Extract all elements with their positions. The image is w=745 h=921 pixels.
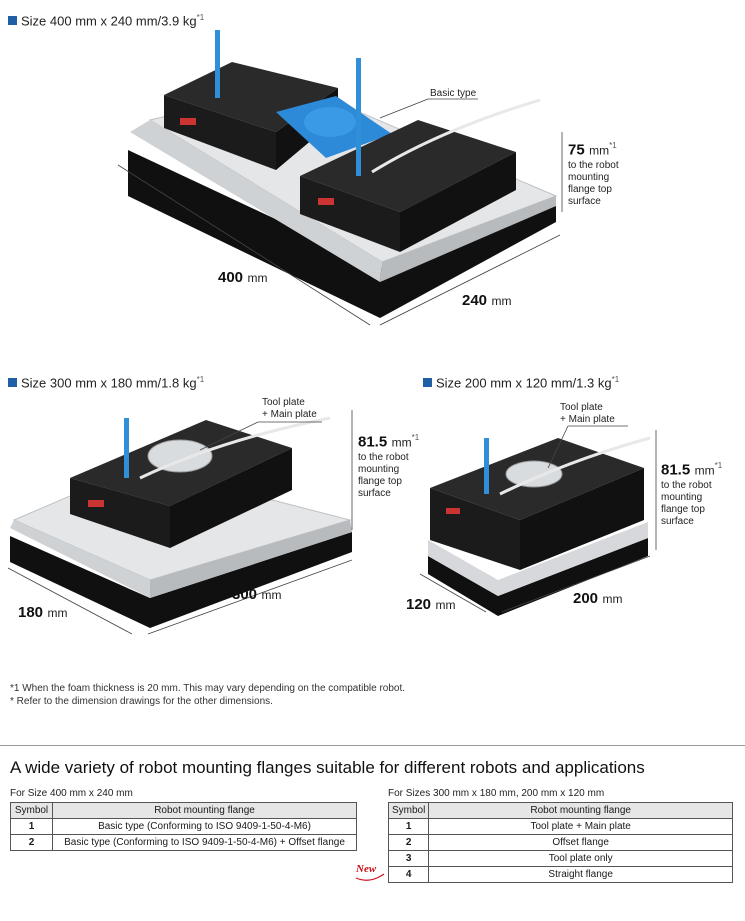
footnote-1: *1 When the foam thickness is 20 mm. Thi…: [10, 683, 406, 694]
table-header-row: Symbol Robot mounting flange: [10, 802, 357, 819]
small-tube: [484, 438, 489, 494]
large-tube-left: [215, 30, 220, 98]
medium-height-dim: 81.5 mm*1: [358, 433, 420, 451]
large-dim-width: 240 mm: [462, 292, 512, 309]
table-header-row: Symbol Robot mounting flange: [387, 802, 733, 819]
medium-product-image: [7, 410, 353, 635]
small-plate: [428, 522, 648, 596]
footnote-2: * Refer to the dimension drawings for th…: [10, 696, 273, 707]
small-height-note: to the robot mounting flange top surface: [661, 480, 712, 527]
large-foam: [128, 150, 556, 318]
table-row: 2 Basic type (Conforming to ISO 9409-1-5…: [10, 834, 357, 851]
medium-flange-label: Tool plate + Main plate: [262, 397, 317, 420]
table-header-flange: Robot mounting flange: [428, 802, 733, 819]
small-height-dim: 81.5 mm*1: [661, 461, 723, 479]
medium-flange: [147, 439, 213, 473]
new-badge: New: [356, 863, 377, 875]
large-height-note: to the robot mounting flange top surface: [568, 160, 619, 207]
left-flange-table: Symbol Robot mounting flange 1 Basic typ…: [10, 802, 357, 851]
table-header-symbol: Symbol: [387, 802, 430, 819]
section-title-small: Size 200 mm x 120 mm/1.3 kg*1: [423, 375, 619, 390]
right-flange-table: Symbol Robot mounting flange 1 Tool plat…: [387, 802, 733, 883]
large-height-dim: 75 mm*1: [568, 141, 617, 159]
medium-foam: [10, 532, 352, 628]
small-dim-width: 120 mm: [406, 596, 456, 613]
left-table-caption: For Size 400 mm x 240 mm: [10, 788, 133, 799]
small-foam: [428, 538, 648, 616]
blue-square-icon: [8, 16, 17, 26]
table-row: 1 Tool plate + Main plate: [387, 818, 733, 835]
right-table-caption: For Sizes 300 mm x 180 mm, 200 mm x 120 …: [388, 788, 605, 799]
table-header-flange: Robot mounting flange: [52, 802, 357, 819]
table-row: 2 Offset flange: [387, 834, 733, 851]
new-badge-icon: [355, 873, 385, 881]
small-flange-label: Tool plate + Main plate: [560, 402, 615, 425]
medium-height-note: to the robot mounting flange top surface: [358, 452, 409, 499]
blue-square-icon: [8, 378, 17, 388]
footnotes: *1 When the foam thickness is 20 mm. Thi…: [10, 682, 405, 708]
table-header-symbol: Symbol: [10, 802, 53, 819]
small-dim-length: 200 mm: [573, 590, 623, 607]
medium-dim-width: 180 mm: [18, 604, 68, 621]
table-row: 1 Basic type (Conforming to ISO 9409-1-5…: [10, 818, 357, 835]
small-flange: [505, 460, 563, 488]
large-tube-right: [356, 58, 361, 176]
large-dim-length: 400 mm: [218, 269, 268, 286]
table-row: 3 Tool plate only: [387, 850, 733, 867]
table-row: 4 Straight flange: [387, 866, 733, 883]
section-title-medium: Size 300 mm x 180 mm/1.8 kg*1: [8, 375, 204, 390]
blue-square-icon: [423, 378, 432, 388]
medium-dim-length: 300 mm: [232, 586, 282, 603]
small-product-image: [419, 425, 657, 616]
flange-variety-heading: A wide variety of robot mounting flanges…: [10, 758, 645, 777]
section-title-large: Size 400 mm x 240 mm/3.9 kg*1: [8, 13, 204, 28]
large-product-image: [117, 30, 563, 326]
medium-tube: [124, 418, 129, 478]
section-divider: [0, 745, 745, 746]
large-flange-label: Basic type: [430, 88, 477, 99]
